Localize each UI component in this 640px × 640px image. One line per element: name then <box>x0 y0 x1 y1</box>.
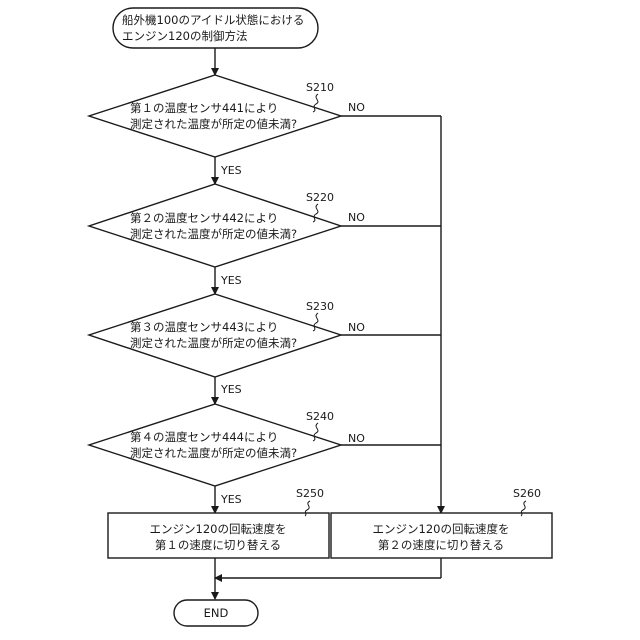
action-s250: エンジン120の回転速度を 第１の速度に切り替える S250 <box>108 487 329 558</box>
decision-s240-no-label: NO <box>348 432 365 445</box>
end-terminal: END <box>174 600 258 626</box>
decision-s210: 第１の温度センサ441により 測定された温度が所定の値未満? S210 NO Y… <box>89 75 365 177</box>
decision-s210-no-label: NO <box>348 101 365 114</box>
decision-s240-yes-label: YES <box>220 493 242 506</box>
decision-s230: 第３の温度センサ443により 測定された温度が所定の値未満? S230 NO Y… <box>89 294 365 396</box>
decision-s220-line-2: 測定された温度が所定の値未満? <box>130 227 297 241</box>
decision-s230-line-2: 測定された温度が所定の値未満? <box>130 336 297 350</box>
decision-s220-no-label: NO <box>348 211 365 224</box>
action-s250-line-1: エンジン120の回転速度を <box>150 522 287 536</box>
action-s260-line-2: 第２の速度に切り替える <box>378 538 504 552</box>
action-s250-step-label: S250 <box>296 487 324 500</box>
action-s260-step-label: S260 <box>513 487 541 500</box>
start-line-1: 船外機100のアイドル状態における <box>122 13 304 27</box>
action-s250-line-2: 第１の速度に切り替える <box>155 538 281 552</box>
decision-s240-line-2: 測定された温度が所定の値未満? <box>130 446 297 460</box>
decision-s220-step-label: S220 <box>306 191 334 204</box>
decision-s240-step-label: S240 <box>306 410 334 423</box>
start-terminal: 船外機100のアイドル状態における エンジン120の制御方法 <box>113 8 318 48</box>
start-line-2: エンジン120の制御方法 <box>122 29 247 43</box>
decision-s220-line-1: 第２の温度センサ442により <box>130 211 278 225</box>
decision-s230-yes-label: YES <box>220 383 242 396</box>
decision-s210-line-1: 第１の温度センサ441により <box>130 101 278 115</box>
decision-s230-line-1: 第３の温度センサ443により <box>130 320 278 334</box>
decision-s240-line-1: 第４の温度センサ444により <box>130 430 278 444</box>
decision-s220-yes-label: YES <box>220 274 242 287</box>
end-label: END <box>204 606 229 620</box>
decision-s230-step-label: S230 <box>306 300 334 313</box>
decision-s210-yes-label: YES <box>220 164 242 177</box>
decision-s210-step-label: S210 <box>306 81 334 94</box>
decision-s220: 第２の温度センサ442により 測定された温度が所定の値未満? S220 NO Y… <box>89 184 365 287</box>
decision-s230-no-label: NO <box>348 321 365 334</box>
decision-s210-line-2: 測定された温度が所定の値未満? <box>130 117 297 131</box>
action-s260-line-1: エンジン120の回転速度を <box>373 522 510 536</box>
